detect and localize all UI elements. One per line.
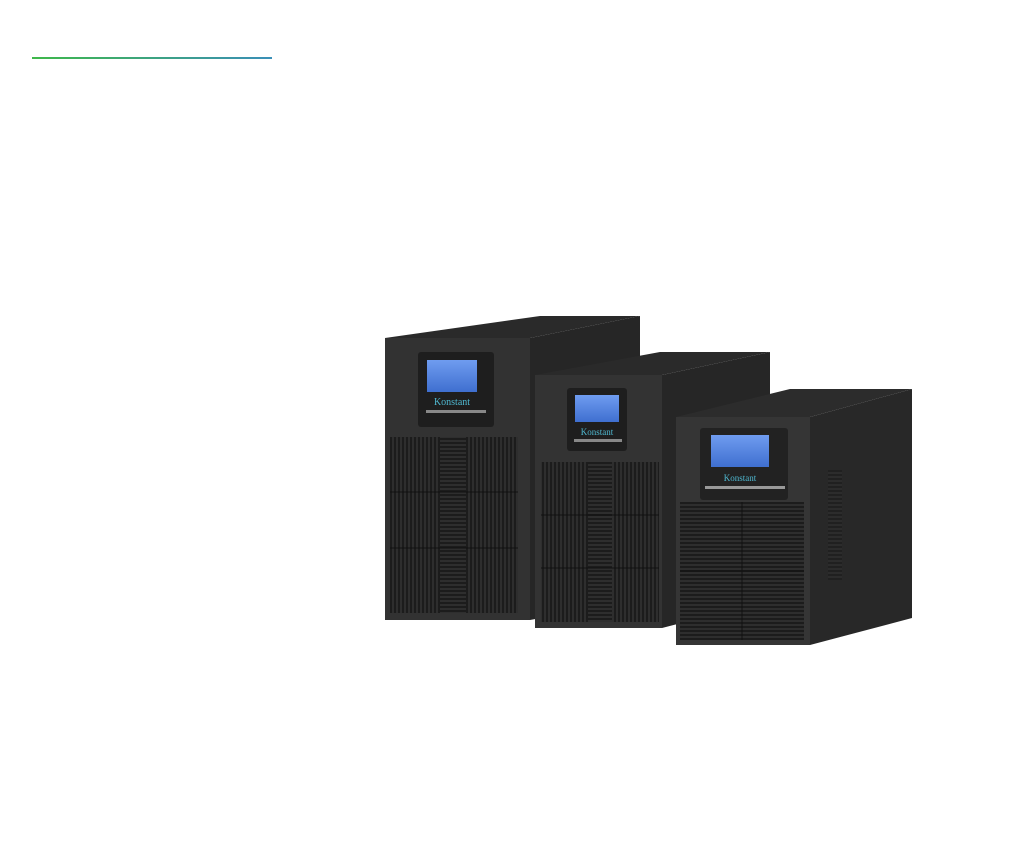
lcd-display bbox=[711, 435, 769, 467]
brand-logo: Konstant bbox=[724, 473, 757, 483]
brand-logo: Konstant bbox=[434, 397, 470, 408]
section-accent-line bbox=[32, 57, 272, 59]
lcd-display bbox=[427, 360, 477, 392]
lcd-display bbox=[575, 395, 619, 422]
brand-logo: Konstant bbox=[581, 427, 614, 437]
small-tower-ups: Konstant bbox=[676, 389, 912, 645]
